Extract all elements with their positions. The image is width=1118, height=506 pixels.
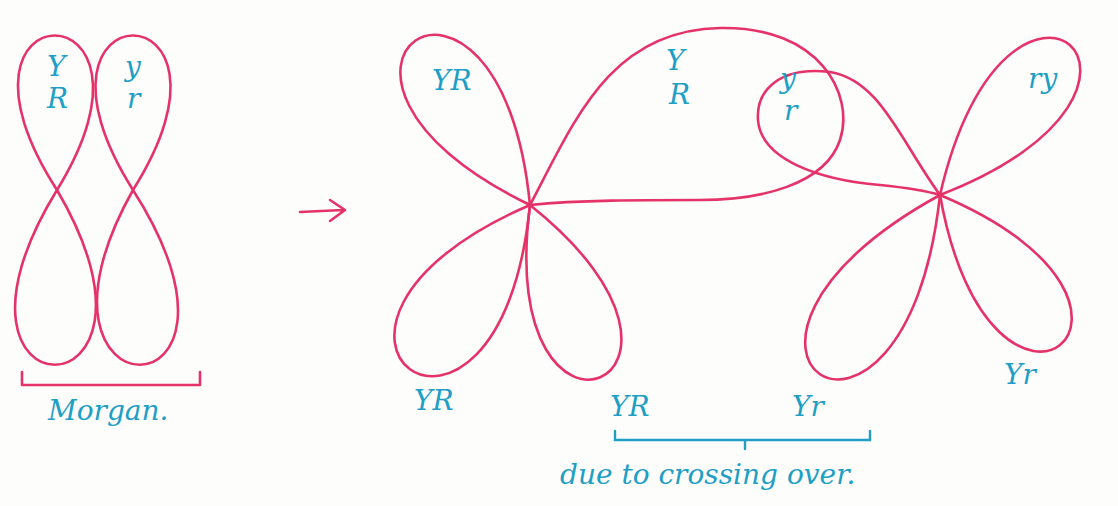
note-label: due to crossing over. — [560, 460, 855, 490]
gene-label: Y — [666, 46, 684, 76]
gene-label: r — [784, 96, 797, 126]
bracket — [22, 372, 200, 385]
chromatid-loop — [95, 36, 170, 191]
chromatid-loop — [18, 36, 93, 191]
gamete-label: Yr — [792, 392, 824, 422]
gene-pair-label: ry — [1028, 64, 1057, 94]
chromatid-loop — [940, 38, 1080, 195]
gene-label: R — [47, 84, 68, 114]
chromatid-loop — [15, 190, 96, 365]
chromatid-loop — [97, 190, 178, 365]
arrow — [300, 200, 345, 221]
gene-label: y — [780, 64, 796, 94]
gene-label: R — [669, 80, 690, 110]
bracket — [615, 431, 870, 449]
chromatid-loop — [394, 205, 530, 376]
chromatid-loop — [940, 195, 1072, 352]
chromatid-loop — [526, 205, 621, 380]
chromatid-loop — [400, 35, 530, 205]
gamete-label: Yr — [1004, 360, 1036, 390]
caption-label: Morgan. — [48, 396, 168, 426]
gene-pair-label: YR — [432, 66, 472, 96]
gamete-label: YR — [414, 386, 454, 416]
gene-label: y — [125, 52, 141, 82]
chromatid-loop — [530, 28, 843, 205]
gene-label: Y — [47, 52, 65, 82]
gene-label: r — [127, 84, 140, 114]
chromatid-loop — [805, 195, 940, 379]
gamete-label: YR — [610, 392, 650, 422]
